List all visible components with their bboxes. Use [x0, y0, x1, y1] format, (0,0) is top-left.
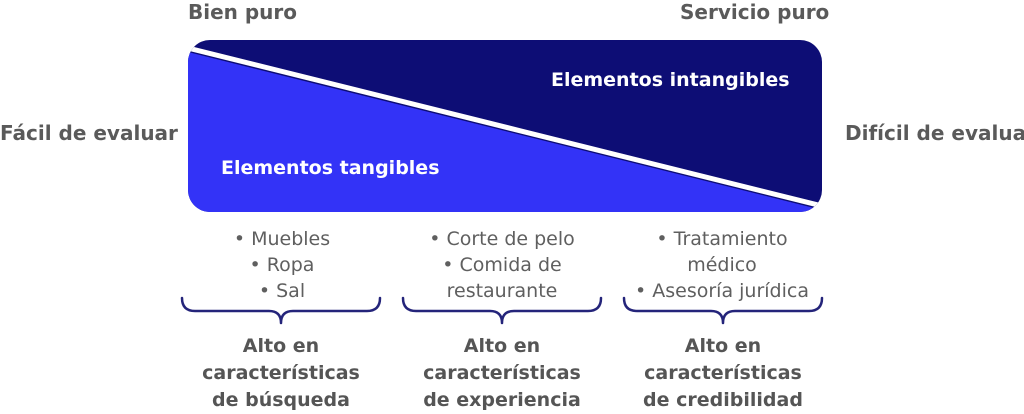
example-item: • Tratamiento	[656, 228, 788, 250]
example-item: médico	[687, 254, 757, 276]
characteristic-line: de búsqueda	[212, 389, 350, 411]
examples-list-search: • Muebles • Ropa • Sal	[177, 226, 387, 304]
examples-list-experience: • Corte de pelo • Comida de restaurante	[397, 226, 607, 304]
curly-bracket-icon	[401, 296, 603, 325]
top-label-pure-service: Servicio puro	[680, 0, 830, 24]
tangibility-spectrum-box	[188, 40, 822, 212]
intangible-elements-label: Elementos intangibles	[551, 69, 790, 91]
characteristic-line: Alto en	[684, 335, 762, 357]
characteristic-line: de credibilidad	[643, 389, 803, 411]
characteristic-credence: Alto en características de credibilidad	[613, 333, 833, 414]
characteristic-line: de experiencia	[423, 389, 581, 411]
example-item: • Corte de pelo	[429, 228, 575, 250]
curly-bracket-icon	[180, 296, 382, 325]
example-item: • Ropa	[249, 254, 315, 276]
diagonal-divider	[188, 45, 822, 209]
characteristic-search: Alto en características de búsqueda	[171, 333, 391, 414]
tangible-elements-label: Elementos tangibles	[221, 157, 440, 179]
top-label-pure-good: Bien puro	[188, 0, 298, 24]
example-item: • Muebles	[233, 228, 331, 250]
characteristic-line: Alto en	[242, 335, 320, 357]
characteristic-experience: Alto en características de experiencia	[392, 333, 612, 414]
examples-list-credence: • Tratamiento médico • Asesoría jurídica	[617, 226, 827, 304]
characteristic-line: Alto en	[463, 335, 541, 357]
side-label-easy-to-evaluate: Fácil de evaluar	[0, 121, 178, 145]
example-item: • Comida de	[442, 254, 562, 276]
side-label-hard-to-evaluate: Difícil de evaluar	[845, 121, 1024, 145]
characteristic-line: características	[644, 362, 802, 384]
curly-bracket-icon	[622, 296, 824, 325]
tangible-region	[188, 52, 822, 212]
characteristic-line: características	[202, 362, 360, 384]
example-item: • Asesoría jurídica	[635, 280, 809, 302]
characteristic-line: características	[423, 362, 581, 384]
example-item: • Sal	[258, 280, 306, 302]
example-item: restaurante	[446, 280, 558, 302]
